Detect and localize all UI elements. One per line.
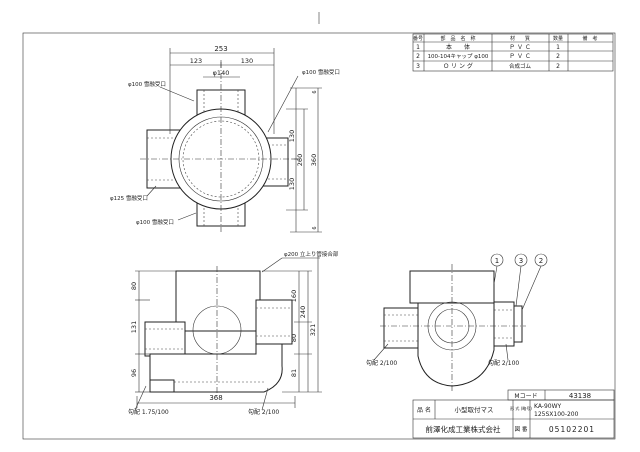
callout-3-label: 3 [519,257,523,265]
top-label-bottom-left: φ125 雪融受口 [110,194,148,202]
front-slope-left: 勾配 1.75/100 [128,408,169,416]
top-dim-v-bottom-offset: 6 [312,226,318,229]
front-dim-left-mid: 131 [130,321,138,333]
front-slope-right: 勾配 2/100 [248,408,279,416]
parts-row1-name: 本 体 [446,43,470,51]
drawing-label: 図 番 [515,426,528,433]
front-dim-left-bottom: 96 [130,369,138,377]
parts-header-no: 番号 [413,35,423,42]
drawing-no: 05102201 [549,425,595,434]
parts-row2-no: 2 [416,53,420,60]
top-dim-v-top-offset: 6 [312,90,318,93]
top-view: 253 123 130 φ140 φ100 雪融受口 φ100 雪融受口 φ12… [110,45,340,233]
parts-row3-no: 3 [416,63,420,70]
top-dim-v-mid: 260 [296,154,304,166]
parts-header-note: 備 考 [582,35,597,42]
name-value: 小型取付マス [455,405,494,414]
parts-table: 番号 部 品 名 称 材 質 数量 備 考 1 本 体 Ｐ Ｖ Ｃ 1 2 10… [412,33,614,72]
model-value2: 125SX100-200 [534,411,579,418]
top-dim-v-total: 360 [310,154,318,166]
side-slope-left: 勾配 2/100 [366,359,397,367]
front-dim-left-top: 80 [130,282,138,290]
company-name: 前澤化成工業株式会社 [426,424,501,434]
callout-1-label: 1 [495,257,499,265]
parts-row2-material: Ｐ Ｖ Ｃ [509,53,531,60]
model-label: 形 式 (略号) [510,405,532,411]
parts-row3-qty: 2 [556,63,560,70]
callout-2 [534,253,548,267]
front-dim-right-c: 81 [290,369,298,377]
side-slope-right: 勾配 2/100 [488,359,519,367]
parts-row2-qty: 2 [556,53,560,60]
top-dim-v-upper: 130 [288,130,296,142]
model-value1: KA-90WY [534,403,562,410]
parts-row1-qty: 1 [556,44,560,51]
parts-row2-name: 100-104キャップ φ100 [428,53,489,60]
top-label-top-left: φ100 雪融受口 [128,80,166,88]
top-dim-v-lower: 130 [288,178,296,190]
parts-row1-no: 1 [416,44,420,51]
front-view: φ200 立上り管接合部 368 80 131 96 160 80 81 240… [128,250,339,416]
top-dim-left: 123 [190,57,202,65]
callout-3 [514,253,528,267]
mcode-label: Mコード [514,393,537,400]
front-dim-h: 368 [209,394,222,402]
top-dim-right: 130 [241,57,253,65]
name-label: 品 名 [417,406,431,414]
front-dim-right-e: 321 [309,324,317,336]
front-label-pipe: φ200 立上り管接合部 [284,250,339,258]
callout-2-label: 2 [539,257,543,265]
parts-row3-material: 合成ゴム [509,62,532,70]
mcode-value: 43138 [569,392,591,400]
sheet-border [22,32,616,440]
front-dim-right-b: 80 [290,334,298,342]
callout-1 [490,253,504,267]
top-dim-total: 253 [214,45,227,53]
parts-row3-name: Ｏ リ ン グ [443,62,473,70]
front-dim-right-d: 240 [299,306,307,318]
title-block: Mコード 43138 品 名 小型取付マス 形 式 (略号) KA-90WY 1… [412,389,615,439]
top-label-bottom: φ100 雪融受口 [136,218,174,226]
side-view: 1 3 2 勾配 2/100 勾配 2/100 [366,253,548,392]
top-label-top-right: φ100 雪融受口 [302,68,340,76]
parts-row1-material: Ｐ Ｖ Ｃ [509,44,531,51]
parts-header-name: 部 品 名 称 [440,35,475,42]
parts-header-material: 材 質 [510,35,530,42]
top-dim-inner: φ140 [213,69,230,77]
parts-header-qty: 数量 [553,35,563,42]
front-dim-right-a: 160 [290,290,298,302]
